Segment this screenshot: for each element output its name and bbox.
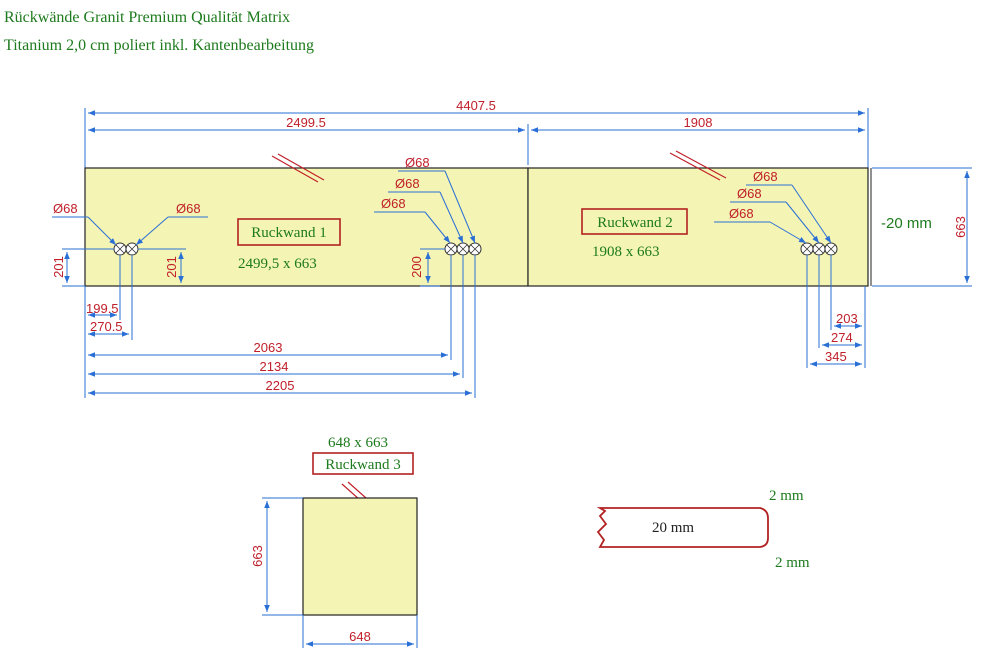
dim-offset-2063-text: 2063 xyxy=(254,340,283,355)
dim-overall-length: 4407.5 xyxy=(84,98,869,170)
panel-1-size: 2499,5 x 663 xyxy=(238,256,317,272)
grain-mark-2 xyxy=(669,150,727,181)
dim-offset-199-text: 199.5 xyxy=(86,301,119,316)
dim-panel1-length-text: 2499.5 xyxy=(286,115,326,130)
panel-3 xyxy=(302,497,418,616)
panel-2-size: 1908 x 663 xyxy=(592,244,660,260)
hole-label-4: Ø68 xyxy=(395,176,420,191)
dim-offset-203: 203 xyxy=(834,311,862,329)
dim-offset-2205-text: 2205 xyxy=(266,378,295,393)
panel-3-size: 648 x 663 xyxy=(328,435,388,451)
dim-offset-345-text: 345 xyxy=(825,349,847,364)
dim-left-hole-height: 201 xyxy=(51,248,114,287)
thickness-note: -20 mm xyxy=(881,215,932,232)
dim-panel3-height: 663 xyxy=(250,497,303,616)
dim-offset-274: 274 xyxy=(822,330,862,348)
dim-panel3-width-text: 648 xyxy=(349,629,371,644)
edge-profile-top-chamfer: 2 mm xyxy=(769,488,804,504)
dim-left-hole-height-text: 201 xyxy=(51,256,66,278)
dim-panel1-length: 2499.5 xyxy=(88,115,529,165)
panel-2-name: Ruckwand 2 xyxy=(597,215,672,231)
edge-profile-bottom-chamfer: 2 mm xyxy=(775,555,810,571)
dim-panel2-length: 1908 xyxy=(531,115,865,133)
title-line-2: Titanium 2,0 cm poliert inkl. Kantenbear… xyxy=(4,37,314,54)
dim-panel3-height-text: 663 xyxy=(250,545,265,567)
dim-overall-length-text: 4407.5 xyxy=(456,98,496,113)
panel-3-label-box xyxy=(312,452,414,475)
dim-offset-2134-text: 2134 xyxy=(260,359,289,374)
panel-2-label-box xyxy=(581,208,688,235)
dim-offset-2063: 2063 xyxy=(88,340,448,358)
dim-offset-2205: 2205 xyxy=(88,378,472,396)
dim-offset-345: 345 xyxy=(810,349,862,367)
dim-left-hole-height-right: 201 xyxy=(138,248,186,283)
dim-right-hole-height: 200 xyxy=(409,248,445,287)
hole-group-panel2 xyxy=(800,242,838,256)
hole-group-panel1-right xyxy=(444,242,482,256)
hole-label-3: Ø68 xyxy=(405,155,430,170)
dim-offset-274-text: 274 xyxy=(831,330,853,345)
panel-2 xyxy=(527,167,869,287)
hole-label-7: Ø68 xyxy=(737,186,762,201)
hole-label-5: Ø68 xyxy=(381,196,406,211)
title-line-1: Rückwände Granit Premium Qualität Matrix xyxy=(4,9,290,26)
dim-offset-270-text: 270.5 xyxy=(90,319,123,334)
dim-panel2-length-text: 1908 xyxy=(684,115,713,130)
panel-1-label-box xyxy=(237,218,341,246)
dim-offset-2134: 2134 xyxy=(88,359,460,377)
hole-label-6: Ø68 xyxy=(753,169,778,184)
dim-offset-203-text: 203 xyxy=(836,311,858,326)
dim-left-hole-height-right-text: 201 xyxy=(164,256,179,278)
dim-panel3-width: 648 xyxy=(302,615,418,648)
panel-1 xyxy=(84,167,529,287)
panel-1-name: Ruckwand 1 xyxy=(251,225,326,241)
dim-offset-199: 199.5 xyxy=(84,255,121,340)
hole-label-2: Ø68 xyxy=(176,201,201,216)
edge-profile xyxy=(596,507,769,548)
edge-profile-thickness: 20 mm xyxy=(652,520,694,536)
hole-label-8: Ø68 xyxy=(729,206,754,221)
panel-3-name: Ruckwand 3 xyxy=(325,457,400,473)
grain-mark-1 xyxy=(271,153,325,183)
hole-label-1: Ø68 xyxy=(53,201,78,216)
dim-height: 663 xyxy=(872,167,972,287)
dim-right-hole-height-text: 200 xyxy=(409,256,424,278)
dim-height-text: 663 xyxy=(953,216,968,238)
dim-offset-270: 270.5 xyxy=(88,255,133,340)
